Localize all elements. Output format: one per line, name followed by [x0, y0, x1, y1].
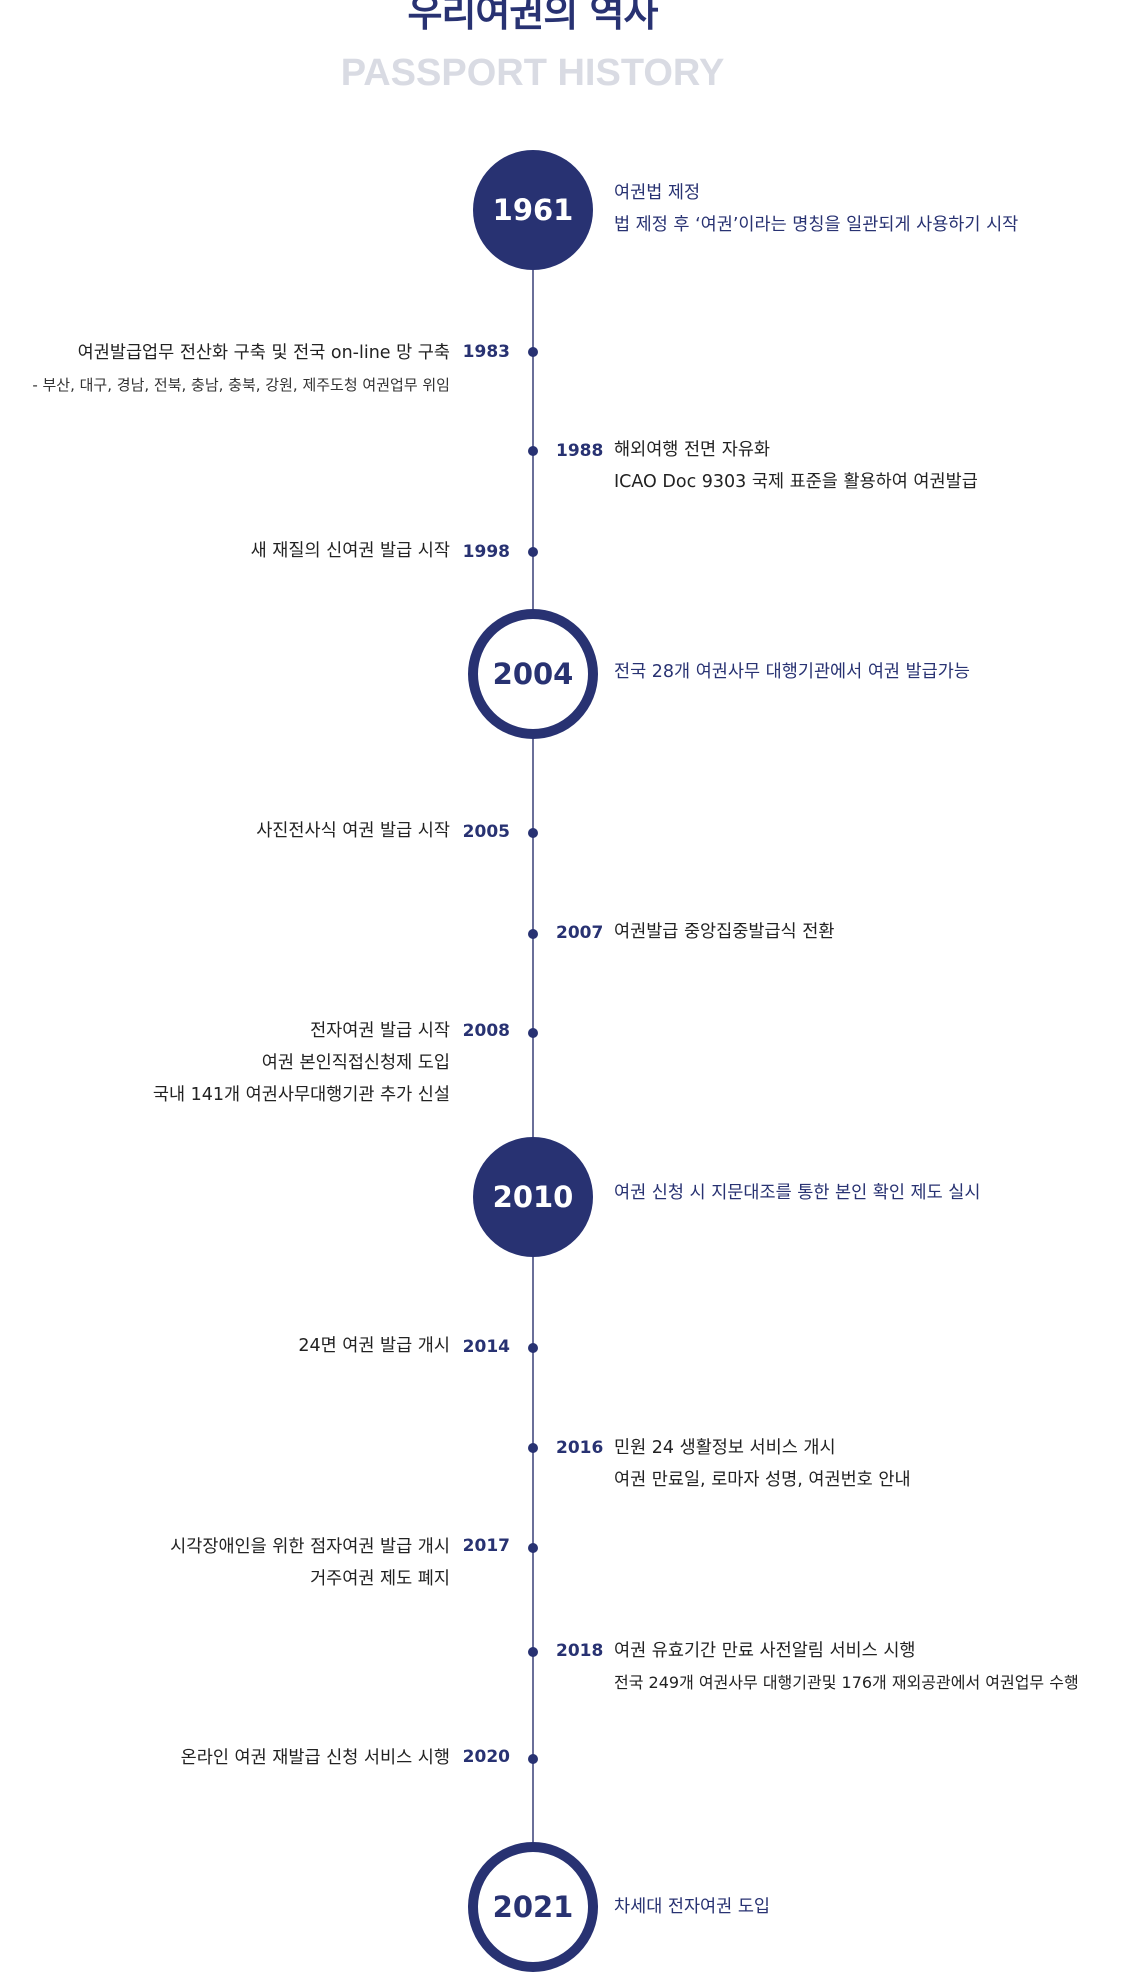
event-line: 시각장애인을 위한 점자여권 발급 개시 — [170, 1537, 450, 1557]
event-line: 전국 249개 여권사무 대행기관및 176개 재외공관에서 여권업무 수행 — [614, 1673, 1079, 1692]
event-desc-1961: 여권법 제정 법 제정 후 ‘여권’이라는 명칭을 일관되게 사용하기 시작 — [614, 177, 1018, 241]
event-desc-2008: 전자여권 발급 시작 여권 본인직접신청제 도입 국내 141개 여권사무대행기… — [153, 1015, 450, 1111]
event-line: 여권발급업무 전산화 구축 및 전국 on-line 망 구축 — [77, 343, 450, 363]
timeline-dot-2014 — [528, 1343, 538, 1353]
timeline-dot-1983 — [528, 347, 538, 357]
event-desc-1998: 새 재질의 신여권 발급 시작 — [251, 535, 450, 567]
year-circle-2021: 2021 — [468, 1842, 598, 1972]
event-desc-2016: 민원 24 생활정보 서비스 개시 여권 만료일, 로마자 성명, 여권번호 안… — [614, 1432, 911, 1496]
year-label-1983: 1983 — [462, 342, 510, 362]
event-desc-2007: 여권발급 중앙집중발급식 전환 — [614, 916, 834, 948]
year-label-2018: 2018 — [556, 1641, 604, 1661]
event-desc-1988: 해외여행 전면 자유화 ICAO Doc 9303 국제 표준을 활용하여 여권… — [614, 434, 978, 498]
event-line: 여권법 제정 — [614, 183, 701, 203]
event-line: 여권 신청 시 지문대조를 통한 본인 확인 제도 실시 — [614, 1183, 981, 1203]
event-desc-2010: 여권 신청 시 지문대조를 통한 본인 확인 제도 실시 — [614, 1177, 981, 1209]
event-desc-2021: 차세대 전자여권 도입 — [614, 1891, 770, 1923]
timeline-dot-2018 — [528, 1647, 538, 1657]
event-line: 전국 28개 여권사무 대행기관에서 여권 발급가능 — [614, 662, 970, 682]
event-desc-2017: 시각장애인을 위한 점자여권 발급 개시 거주여권 제도 폐지 — [170, 1531, 450, 1595]
event-line: 새 재질의 신여권 발급 시작 — [250, 541, 450, 561]
timeline-dot-1988 — [528, 446, 538, 456]
event-line: 여권 유효기간 만료 사전알림 서비스 시행 — [614, 1641, 916, 1661]
event-desc-2020: 온라인 여권 재발급 신청 서비스 시행 — [181, 1742, 450, 1774]
event-desc-2018: 여권 유효기간 만료 사전알림 서비스 시행 전국 249개 여권사무 대행기관… — [614, 1635, 1079, 1699]
timeline-dot-2005 — [528, 828, 538, 838]
timeline-dot-1998 — [528, 547, 538, 557]
event-desc-2004: 전국 28개 여권사무 대행기관에서 여권 발급가능 — [614, 656, 970, 688]
event-line: 여권발급 중앙집중발급식 전환 — [614, 922, 835, 942]
event-line: 여권 본인직접신청제 도입 — [261, 1053, 450, 1073]
year-label-2016: 2016 — [556, 1438, 604, 1458]
page-title: 우리여권의 역사 — [407, 0, 659, 35]
timeline-dot-2020 — [528, 1754, 538, 1764]
timeline-dot-2007 — [528, 929, 538, 939]
year-label-2014: 2014 — [462, 1337, 510, 1357]
year-circle-2010: 2010 — [473, 1137, 593, 1257]
event-line: 24면 여권 발급 개시 — [298, 1336, 450, 1356]
year-circle-1961: 1961 — [473, 150, 593, 270]
event-line: 여권 만료일, 로마자 성명, 여권번호 안내 — [614, 1470, 911, 1490]
page-subtitle: PASSPORT HISTORY — [340, 52, 725, 94]
event-line: 해외여행 전면 자유화 — [614, 440, 771, 460]
timeline-line — [532, 270, 534, 1850]
event-line: 법 제정 후 ‘여권’이라는 명칭을 일관되게 사용하기 시작 — [614, 215, 1019, 235]
year-label-2017: 2017 — [462, 1536, 510, 1556]
event-line: ICAO Doc 9303 국제 표준을 활용하여 여권발급 — [614, 472, 978, 492]
event-subline: - 부산, 대구, 경남, 전북, 충남, 충북, 강원, 제주도청 여권업무 … — [32, 376, 450, 394]
year-label-2007: 2007 — [556, 923, 604, 943]
event-desc-2005: 사진전사식 여권 발급 시작 — [256, 815, 450, 847]
timeline-dot-2016 — [528, 1443, 538, 1453]
event-desc-1983: 여권발급업무 전산화 구축 및 전국 on-line 망 구축 - 부산, 대구… — [32, 337, 450, 401]
event-line: 국내 141개 여권사무대행기관 추가 신설 — [152, 1085, 450, 1105]
event-line: 거주여권 제도 폐지 — [310, 1569, 450, 1589]
event-line: 차세대 전자여권 도입 — [614, 1897, 771, 1917]
year-label-2005: 2005 — [462, 822, 510, 842]
year-label-2008: 2008 — [462, 1021, 510, 1041]
year-label-1998: 1998 — [462, 542, 510, 562]
event-line: 전자여권 발급 시작 — [310, 1021, 450, 1041]
year-label-1988: 1988 — [556, 441, 604, 461]
event-line: 온라인 여권 재발급 신청 서비스 시행 — [180, 1748, 450, 1768]
event-line: 민원 24 생활정보 서비스 개시 — [614, 1438, 836, 1458]
year-circle-2004: 2004 — [468, 609, 598, 739]
timeline-dot-2017 — [528, 1543, 538, 1553]
timeline-dot-2008 — [528, 1028, 538, 1038]
event-desc-2014: 24면 여권 발급 개시 — [298, 1330, 450, 1362]
year-label-2020: 2020 — [462, 1747, 510, 1767]
event-line: 사진전사식 여권 발급 시작 — [256, 821, 450, 841]
